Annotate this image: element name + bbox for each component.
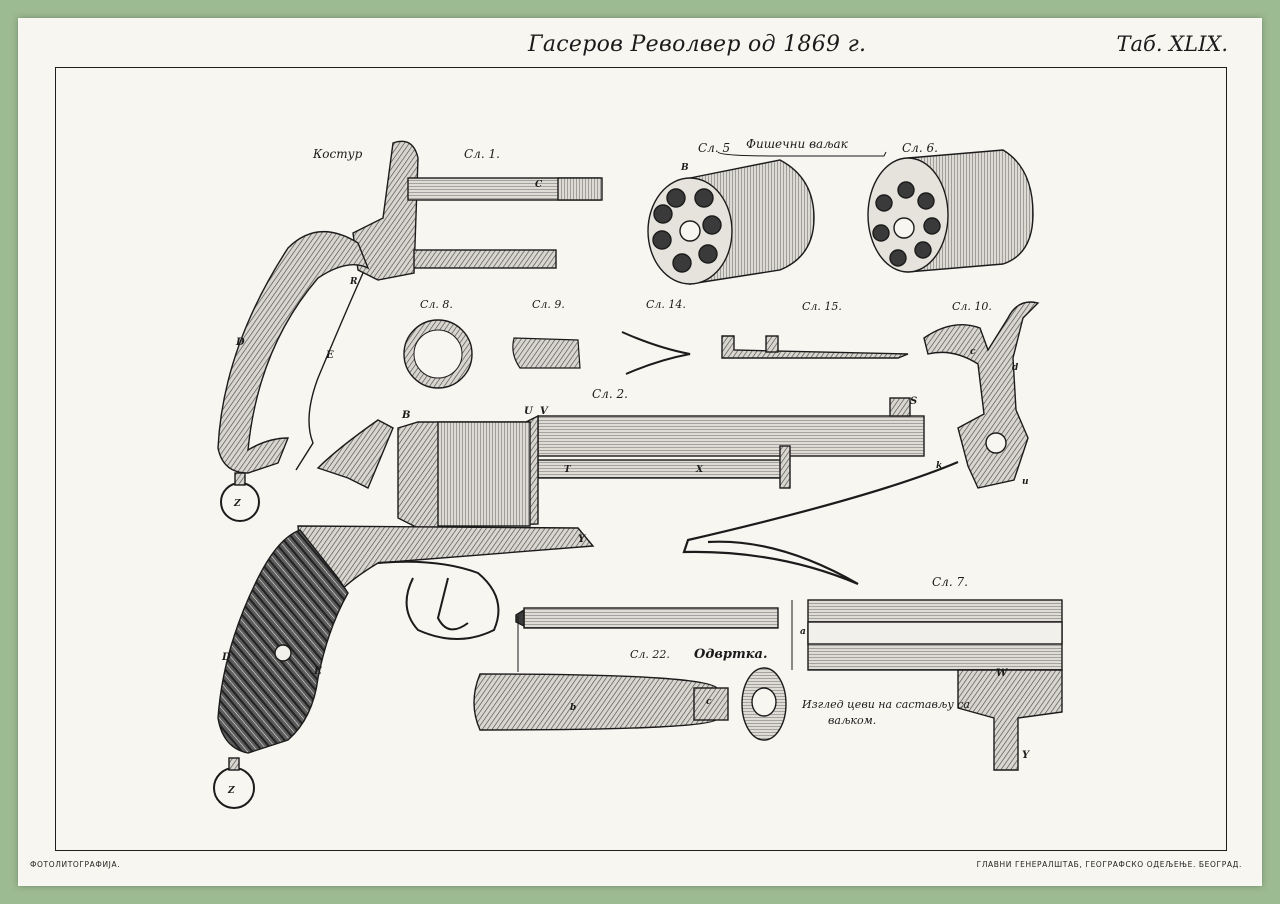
- barrel-view-caption-line2: ваљком.: [828, 714, 876, 727]
- fig9-part-drawing: [512, 337, 581, 369]
- fig10-hammer-drawing: [682, 301, 1040, 586]
- fig14-label: Сл. 14.: [646, 298, 686, 311]
- letter-r-fig1: R: [349, 277, 358, 287]
- fig15-spring-drawing: [721, 335, 909, 359]
- letter-a-fig7: a: [800, 627, 806, 637]
- letter-y-fig7: Y: [1022, 750, 1030, 761]
- fig1-label: Сл. 1.: [464, 147, 500, 161]
- plate-sheet: Гасеров Револвер од 1869 г. Таб. XLIX. Ф…: [18, 18, 1262, 886]
- letter-e-fig2: E: [313, 666, 322, 677]
- letter-c-fig1: C: [535, 180, 543, 190]
- letter-b-fig2: B: [401, 410, 410, 421]
- fig2-revolver-drawing: [213, 397, 925, 809]
- letter-d-fig10: d: [1012, 363, 1019, 373]
- fig2-label: Сл. 2.: [592, 387, 628, 401]
- letter-b-fig22: b: [570, 703, 576, 713]
- plate-title: Гасеров Револвер од 1869 г.: [528, 32, 867, 57]
- fig6-cylinder-drawing: [867, 149, 1034, 273]
- letter-u-fig10: u: [1022, 477, 1029, 487]
- plate-number: Таб. XLIX.: [1116, 32, 1228, 56]
- letter-z-fig1: Z: [233, 499, 241, 509]
- letter-d-fig2: D: [221, 652, 231, 663]
- fig22-label: Сл. 22.: [630, 648, 670, 661]
- cylinder-caption-brace: [717, 151, 887, 157]
- fig7-label: Сл. 7.: [932, 575, 968, 589]
- letter-z-fig2: Z: [227, 786, 235, 796]
- fig8-label: Сл. 8.: [420, 298, 453, 311]
- fig5-cylinder-drawing: [647, 159, 815, 285]
- letter-y-fig2: Y: [578, 534, 586, 545]
- letter-x-fig2: X: [695, 465, 704, 475]
- footer-left: ФОТОЛИТОГРАФИЈА.: [30, 860, 121, 869]
- fig15-label: Сл. 15.: [802, 300, 842, 313]
- fig10-label: Сл. 10.: [952, 300, 992, 313]
- fig7-barrel-drawing: [791, 599, 1063, 771]
- fig22-screwdriver-drawing: [473, 607, 787, 741]
- fig9-label: Сл. 9.: [532, 298, 565, 311]
- barrel-view-caption-line1: Изглед цеви на састављу са: [801, 698, 970, 711]
- fig1-frame-drawing: [217, 140, 603, 522]
- letter-s-fig2: S: [910, 396, 917, 407]
- fig5-label: Сл. 5: [698, 141, 730, 155]
- letter-v-fig2: V: [540, 406, 549, 417]
- letter-t-fig2: T: [564, 465, 572, 475]
- letter-k-fig10: k: [936, 461, 942, 471]
- drawing-canvas: Костур Сл. 1. D E C R Z Сл. 5 Фишечни ва…: [213, 137, 1063, 809]
- cylinder-caption: Фишечни ваљак: [746, 137, 849, 151]
- letter-d-fig1: D: [235, 337, 245, 348]
- letter-e-fig1: E: [325, 350, 334, 361]
- fig8-ring-drawing: [403, 319, 473, 389]
- tool-caption: Одвртка.: [694, 647, 768, 662]
- letter-u-fig2: U: [524, 406, 534, 417]
- letter-c-fig10: c: [970, 347, 976, 357]
- fig14-spring-drawing: [621, 331, 691, 375]
- kostur-label: Костур: [312, 147, 363, 161]
- letter-w-fig7: W: [996, 668, 1009, 679]
- letter-b-fig5: B: [680, 163, 689, 173]
- plate-frame: [55, 67, 1227, 851]
- letter-c-fig22: c: [706, 697, 712, 707]
- footer-right: ГЛАВНИ ГЕНЕРАЛШТАБ, ГЕОГРАФСКО ОДЕЉЕЊЕ. …: [976, 860, 1242, 869]
- fig6-label: Сл. 6.: [902, 141, 938, 155]
